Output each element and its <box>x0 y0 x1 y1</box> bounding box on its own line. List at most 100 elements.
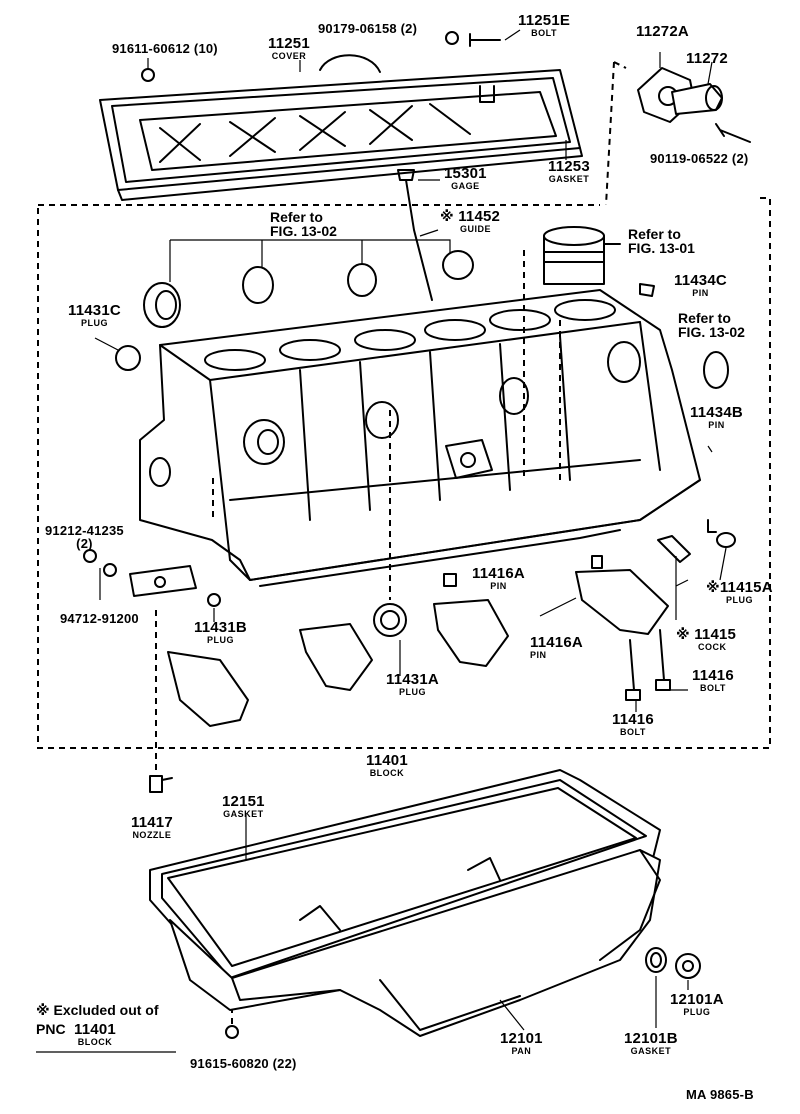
part-number: 91615-60820 (22) <box>190 1056 297 1071</box>
lower-block-parts <box>83 519 736 727</box>
part-12101a-plug[interactable]: 12101A PLUG <box>670 992 724 1017</box>
part-number: 11272 <box>686 50 728 67</box>
part-qty: (2) <box>76 536 93 551</box>
part-15301-gage[interactable]: 15301 GAGE <box>444 166 487 191</box>
part-number: 11401 <box>366 752 408 769</box>
ref-fig-13-02-bearings[interactable]: Refer to FIG. 13-02 <box>270 210 337 238</box>
ref-line-2: FIG. 13-02 <box>270 223 337 239</box>
part-name: PIN <box>530 650 547 660</box>
exclusion-note: ※ Excluded out of PNC 11401 BLOCK <box>36 1003 159 1047</box>
part-12101b-gasket[interactable]: 12101B GASKET <box>624 1031 678 1056</box>
part-name: NOZZLE <box>132 830 172 840</box>
part-number: 11416A <box>530 634 583 651</box>
excluded-mark: ※ <box>676 626 690 642</box>
part-name: PAN <box>511 1046 532 1056</box>
nozzle-drawing <box>149 775 173 793</box>
note-text: Excluded out of <box>53 1002 159 1018</box>
part-number: 11416A <box>472 565 525 582</box>
part-number: 11434C <box>674 272 727 289</box>
part-11272a[interactable]: 11272A <box>636 24 689 39</box>
ref-line-2: FIG. 13-02 <box>678 324 745 340</box>
part-11434b-pin[interactable]: 11434B PIN <box>690 405 743 430</box>
part-90179-06158[interactable]: 90179-06158 (2) <box>318 22 417 35</box>
part-number: 11431A <box>386 671 439 688</box>
part-name: GAGE <box>451 181 480 191</box>
part-number: 11415 <box>694 626 737 643</box>
leader-lines <box>36 60 713 1053</box>
part-11272[interactable]: 11272 <box>686 51 728 66</box>
part-11415-cock[interactable]: ※ 11415 COCK <box>676 627 736 652</box>
block-boundary <box>37 61 771 749</box>
part-name: GASKET <box>630 1046 672 1056</box>
part-number: 11416 <box>692 667 734 684</box>
part-94712-91200[interactable]: 94712-91200 <box>60 612 139 625</box>
part-number: 11416 <box>612 711 654 728</box>
part-name: PIN <box>692 288 709 298</box>
part-name: PLUG <box>726 595 754 605</box>
part-11251e-bolt[interactable]: 11251E BOLT <box>518 13 570 38</box>
part-name: BOLT <box>700 683 726 693</box>
part-name: BLOCK <box>369 768 405 778</box>
ref-line-1: Refer to <box>270 209 323 225</box>
part-name: COVER <box>271 51 307 61</box>
part-name: PLUG <box>683 1007 711 1017</box>
part-11431a-plug[interactable]: 11431A PLUG <box>386 672 439 697</box>
part-number: 91212-41235 <box>45 523 124 538</box>
part-name: PLUG <box>206 635 234 645</box>
note-part-name: BLOCK <box>77 1037 113 1047</box>
part-name: BOLT <box>531 28 557 38</box>
figure-code-text: MA 9865-B <box>686 1087 754 1102</box>
part-name: BOLT <box>620 727 646 737</box>
part-name: GASKET <box>223 809 264 819</box>
part-11431b-plug[interactable]: 11431B PLUG <box>194 620 247 645</box>
engine-block-drawing <box>139 289 701 587</box>
note-part-number: 11401 <box>74 1021 116 1038</box>
part-number: 11253 <box>548 158 590 175</box>
part-12101-pan[interactable]: 12101 PAN <box>500 1031 543 1056</box>
part-11416a-pin-center[interactable]: 11416A PIN <box>472 566 525 591</box>
bearing-drawings <box>94 239 474 371</box>
part-91611-60612[interactable]: 91611-60612 (10) <box>112 42 218 55</box>
part-number: 11452 <box>458 208 501 225</box>
part-name: COCK <box>698 642 727 652</box>
part-11431c-plug[interactable]: 11431C PLUG <box>68 303 121 328</box>
part-name: PIN <box>490 581 507 591</box>
part-number: 91611-60612 (10) <box>112 41 218 56</box>
part-11434c-pin[interactable]: 11434C PIN <box>674 273 727 298</box>
part-number: 12101B <box>624 1030 678 1047</box>
ref-line-2: FIG. 13-01 <box>628 240 695 256</box>
part-12151-gasket[interactable]: 12151 GASKET <box>222 794 265 819</box>
part-11452-guide[interactable]: ※ 11452 GUIDE <box>440 209 500 234</box>
ref-line-1: Refer to <box>678 310 731 326</box>
part-number: 11251 <box>268 35 310 52</box>
part-11251-cover[interactable]: 11251 COVER <box>268 36 310 61</box>
ref-fig-13-01-piston[interactable]: Refer to FIG. 13-01 <box>628 227 695 255</box>
top-small-parts <box>141 29 751 301</box>
part-11401-block[interactable]: 11401 BLOCK <box>366 753 408 778</box>
ref-line-1: Refer to <box>628 226 681 242</box>
part-11253-gasket[interactable]: 11253 GASKET <box>548 159 590 184</box>
cylinder-head-cover-drawing <box>99 54 583 201</box>
piston-drawing <box>543 226 729 389</box>
part-number: 11272A <box>636 23 689 40</box>
part-91615-60820[interactable]: 91615-60820 (22) <box>190 1057 297 1070</box>
part-number: 94712-91200 <box>60 611 139 626</box>
part-11416a-pin-right[interactable]: 11416A PIN <box>530 635 583 660</box>
part-90119-06522[interactable]: 90119-06522 (2) <box>650 152 748 165</box>
part-number: 11431C <box>68 302 121 319</box>
part-11416-bolt-bottom[interactable]: 11416 BOLT <box>612 712 654 737</box>
part-11417-nozzle[interactable]: 11417 NOZZLE <box>131 815 173 840</box>
part-number: 11415A <box>719 579 773 596</box>
part-11415a-plug[interactable]: ※11415A PLUG <box>706 580 773 605</box>
part-number: 12101 <box>500 1030 543 1047</box>
part-name: PIN <box>708 420 725 430</box>
part-number: 11431B <box>194 619 247 636</box>
ref-fig-13-02-seal[interactable]: Refer to FIG. 13-02 <box>678 311 745 339</box>
part-number: 12151 <box>222 793 265 810</box>
part-name: PLUG <box>398 687 426 697</box>
part-11416-bolt-right[interactable]: 11416 BOLT <box>692 668 734 693</box>
part-number: 90179-06158 (2) <box>318 21 418 36</box>
part-91212-41235[interactable]: 91212-41235 (2) <box>45 524 124 550</box>
part-name: GASKET <box>548 174 590 184</box>
